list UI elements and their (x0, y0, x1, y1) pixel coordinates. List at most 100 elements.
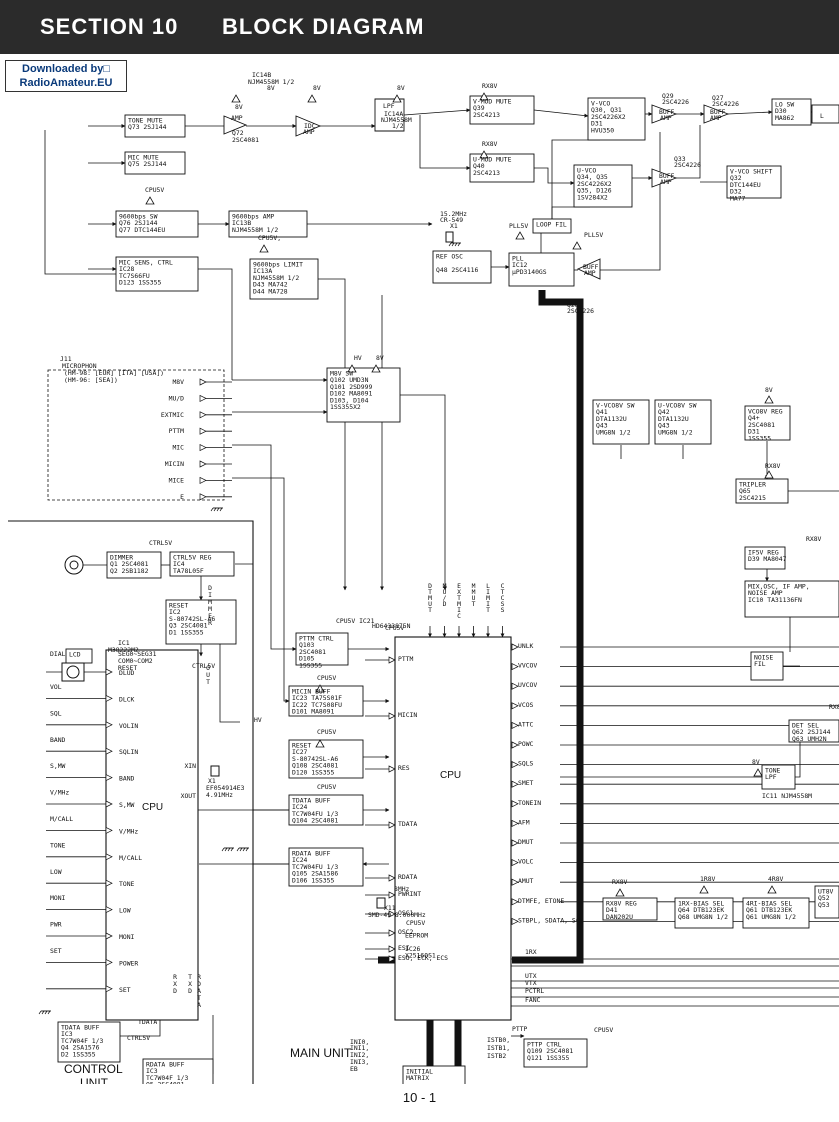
block-text: IC24 (292, 856, 308, 864)
annotation-text: AMP (303, 128, 315, 136)
block-box (115, 256, 199, 292)
block-box (249, 258, 319, 300)
block-text: Q104 2SC4081 (292, 817, 338, 825)
annotation-text: MICROPHON (62, 362, 97, 370)
annotation-text: 1/2 (392, 122, 404, 130)
block-box (124, 151, 186, 175)
block-text: IC27 (292, 748, 308, 756)
annotation-text: 8V (376, 354, 384, 362)
pin-marker (105, 985, 113, 993)
ctrl-cpu-bottom-pin: D (197, 980, 201, 988)
main-cpu-top-pin: M (486, 594, 490, 602)
block-text: D120 1SS355 (292, 768, 334, 776)
block-box (124, 114, 186, 138)
block-text: V-VCO8V SW (596, 402, 635, 410)
main-cpu-top-pin: D (443, 600, 447, 608)
buff-amp-q33 (651, 168, 678, 188)
block-text: TC7W04F 1/3 (146, 1074, 188, 1082)
block-text: Q121 1SS355 (527, 1054, 569, 1062)
ctrl-switch-label: PWR (50, 921, 62, 929)
ctrl-cpu-pin: MONI (119, 933, 135, 941)
annotation-text: (HM-98: [EUR] [ITA] [USA]) (64, 369, 164, 377)
supply-rail-symbol (572, 241, 582, 250)
annotation-text: INI0, (350, 1038, 369, 1046)
block-text: U-VCO8V SW (658, 402, 697, 410)
ctrl-cpu-bottom-pin: R (173, 973, 177, 981)
wire (403, 108, 471, 116)
block-text: Q5 2SC4081 (146, 1081, 185, 1084)
block-text: IF5V REG (748, 549, 779, 557)
section-header-bar: SECTION 10 BLOCK DIAGRAM (0, 0, 839, 54)
connector-pin (199, 460, 207, 468)
annotation-text: PLL5V (584, 231, 603, 239)
ground-hatch (454, 242, 458, 247)
annotation-text: AMP (710, 114, 722, 122)
annotation-text: J11 (60, 355, 72, 363)
annotation-text: FANC (525, 996, 541, 1004)
main-cpu-box (394, 636, 512, 1021)
main-cpu-right-pin: AMUT (518, 877, 534, 885)
crystal-x11 (376, 897, 386, 909)
pin-marker (511, 839, 519, 847)
block-box (523, 1038, 588, 1068)
dimmer-vertical-label: M (208, 605, 212, 613)
block-text: D31 (591, 120, 603, 128)
annotation-text: CPU5V, (258, 234, 281, 242)
supply-rail-symbol (615, 888, 625, 897)
block-text: IC22 TC7S08FU (292, 701, 342, 709)
block-box (228, 210, 308, 238)
main-cpu-top-pin: / (443, 594, 447, 602)
ctrl-cpu-pin: V/MHz (119, 827, 138, 835)
ground-hatch (38, 1010, 42, 1015)
annotation-text: INI1, (350, 1044, 369, 1052)
block-text: IC26 (405, 945, 421, 953)
block-text: PTTP CTRL (527, 1041, 562, 1049)
wire (533, 109, 589, 118)
block-text: DET SEL (792, 722, 819, 730)
wire (318, 278, 347, 591)
main-cpu-left-pin: ESO, ECK, ECS (398, 954, 448, 962)
annotation-text: Q33 (674, 155, 686, 163)
main-cpu-top-pin: D (428, 582, 432, 590)
pin-marker (388, 955, 396, 963)
annotation-text: BUFF (583, 263, 599, 271)
block-text: MICIN BUFF (292, 688, 331, 696)
dimmer-vertical-label: I (208, 591, 212, 599)
ground-hatch (44, 1010, 48, 1015)
main-cpu-top-pin: T (472, 600, 476, 608)
main-cpu-top-pin: S (501, 606, 505, 614)
block-box (57, 1021, 121, 1063)
ctrl-switch-label: M/CALL (50, 815, 73, 823)
block-box (508, 252, 575, 287)
annotation-text: X1 (208, 777, 216, 785)
block-text: RESET (292, 742, 311, 750)
block-text: RESET (169, 602, 188, 610)
supply-rail-symbol (315, 739, 325, 748)
ctrl-cpu-pin: LOW (119, 907, 131, 915)
block-box (587, 97, 646, 141)
block-text: Q3 2SC4081 (169, 622, 208, 630)
main-cpu-left-pin: RDATA (398, 873, 417, 881)
block-box (469, 95, 535, 125)
annotation-text: UTX (525, 972, 537, 980)
ground-hatch (210, 507, 214, 512)
block-text: V-VCO SHIFT (730, 168, 772, 176)
mic-pin-label: MICIN (165, 460, 184, 468)
ctrl-switch-label: BAND (50, 736, 66, 744)
block-box (814, 885, 839, 919)
block-box (573, 164, 633, 208)
main-cpu-left-pin: ESI (398, 944, 410, 952)
block-text: DAN202U (606, 913, 633, 921)
pin-marker (388, 712, 396, 720)
ctrl-cpu-pin: VOLIN (119, 722, 138, 730)
ctrl-cpu-bottom-pin: X (188, 980, 192, 988)
wire (676, 125, 701, 179)
pin-marker (105, 958, 113, 966)
microphone-box (47, 369, 225, 501)
pin-marker (105, 747, 113, 755)
block-text: D123 1SS355 (119, 279, 161, 287)
block-text: 4RI-BIAS SEL (746, 900, 792, 908)
ctrl-switch-label: LOW (50, 868, 62, 876)
main-cpu-top-pin: C (457, 612, 461, 620)
block-text: TDATA BUFF (61, 1024, 100, 1032)
